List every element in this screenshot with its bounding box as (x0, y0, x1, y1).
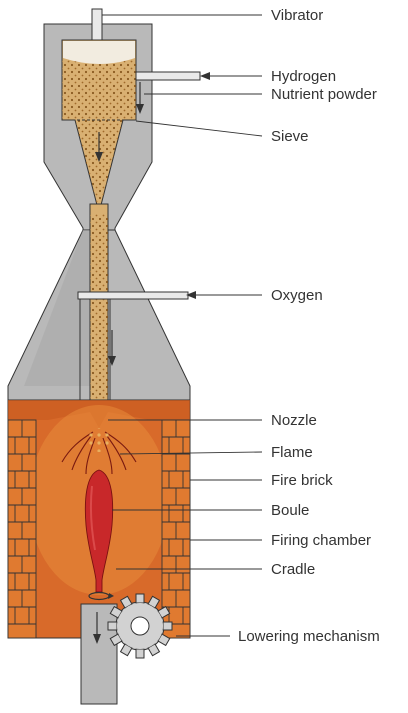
flare-shading (24, 230, 99, 386)
label-oxygen: Oxygen (271, 287, 323, 304)
label-nozzle: Nozzle (271, 412, 317, 429)
hydrogen-arrowhead (200, 72, 210, 80)
label-cradle: Cradle (271, 561, 315, 578)
label-sieve: Sieve (271, 128, 309, 145)
label-lowering-mechanism: Lowering mechanism (238, 628, 380, 645)
label-nutrient-powder: Nutrient powder (271, 86, 377, 103)
flame-powder (87, 428, 111, 452)
powder-void (63, 41, 135, 64)
fire-brick-left (8, 420, 36, 638)
hydrogen-inlet (136, 72, 200, 80)
label-vibrator: Vibrator (271, 7, 323, 24)
label-fire-brick: Fire brick (271, 472, 333, 489)
label-hydrogen: Hydrogen (271, 68, 336, 85)
tube-speckle (90, 214, 108, 428)
lowering-rod (81, 604, 117, 704)
label-boule: Boule (271, 502, 309, 519)
label-flame: Flame (271, 444, 313, 461)
label-firing-chamber: Firing chamber (271, 532, 371, 549)
vibrator-rod (92, 9, 102, 40)
oxygen-inlet (78, 292, 188, 299)
